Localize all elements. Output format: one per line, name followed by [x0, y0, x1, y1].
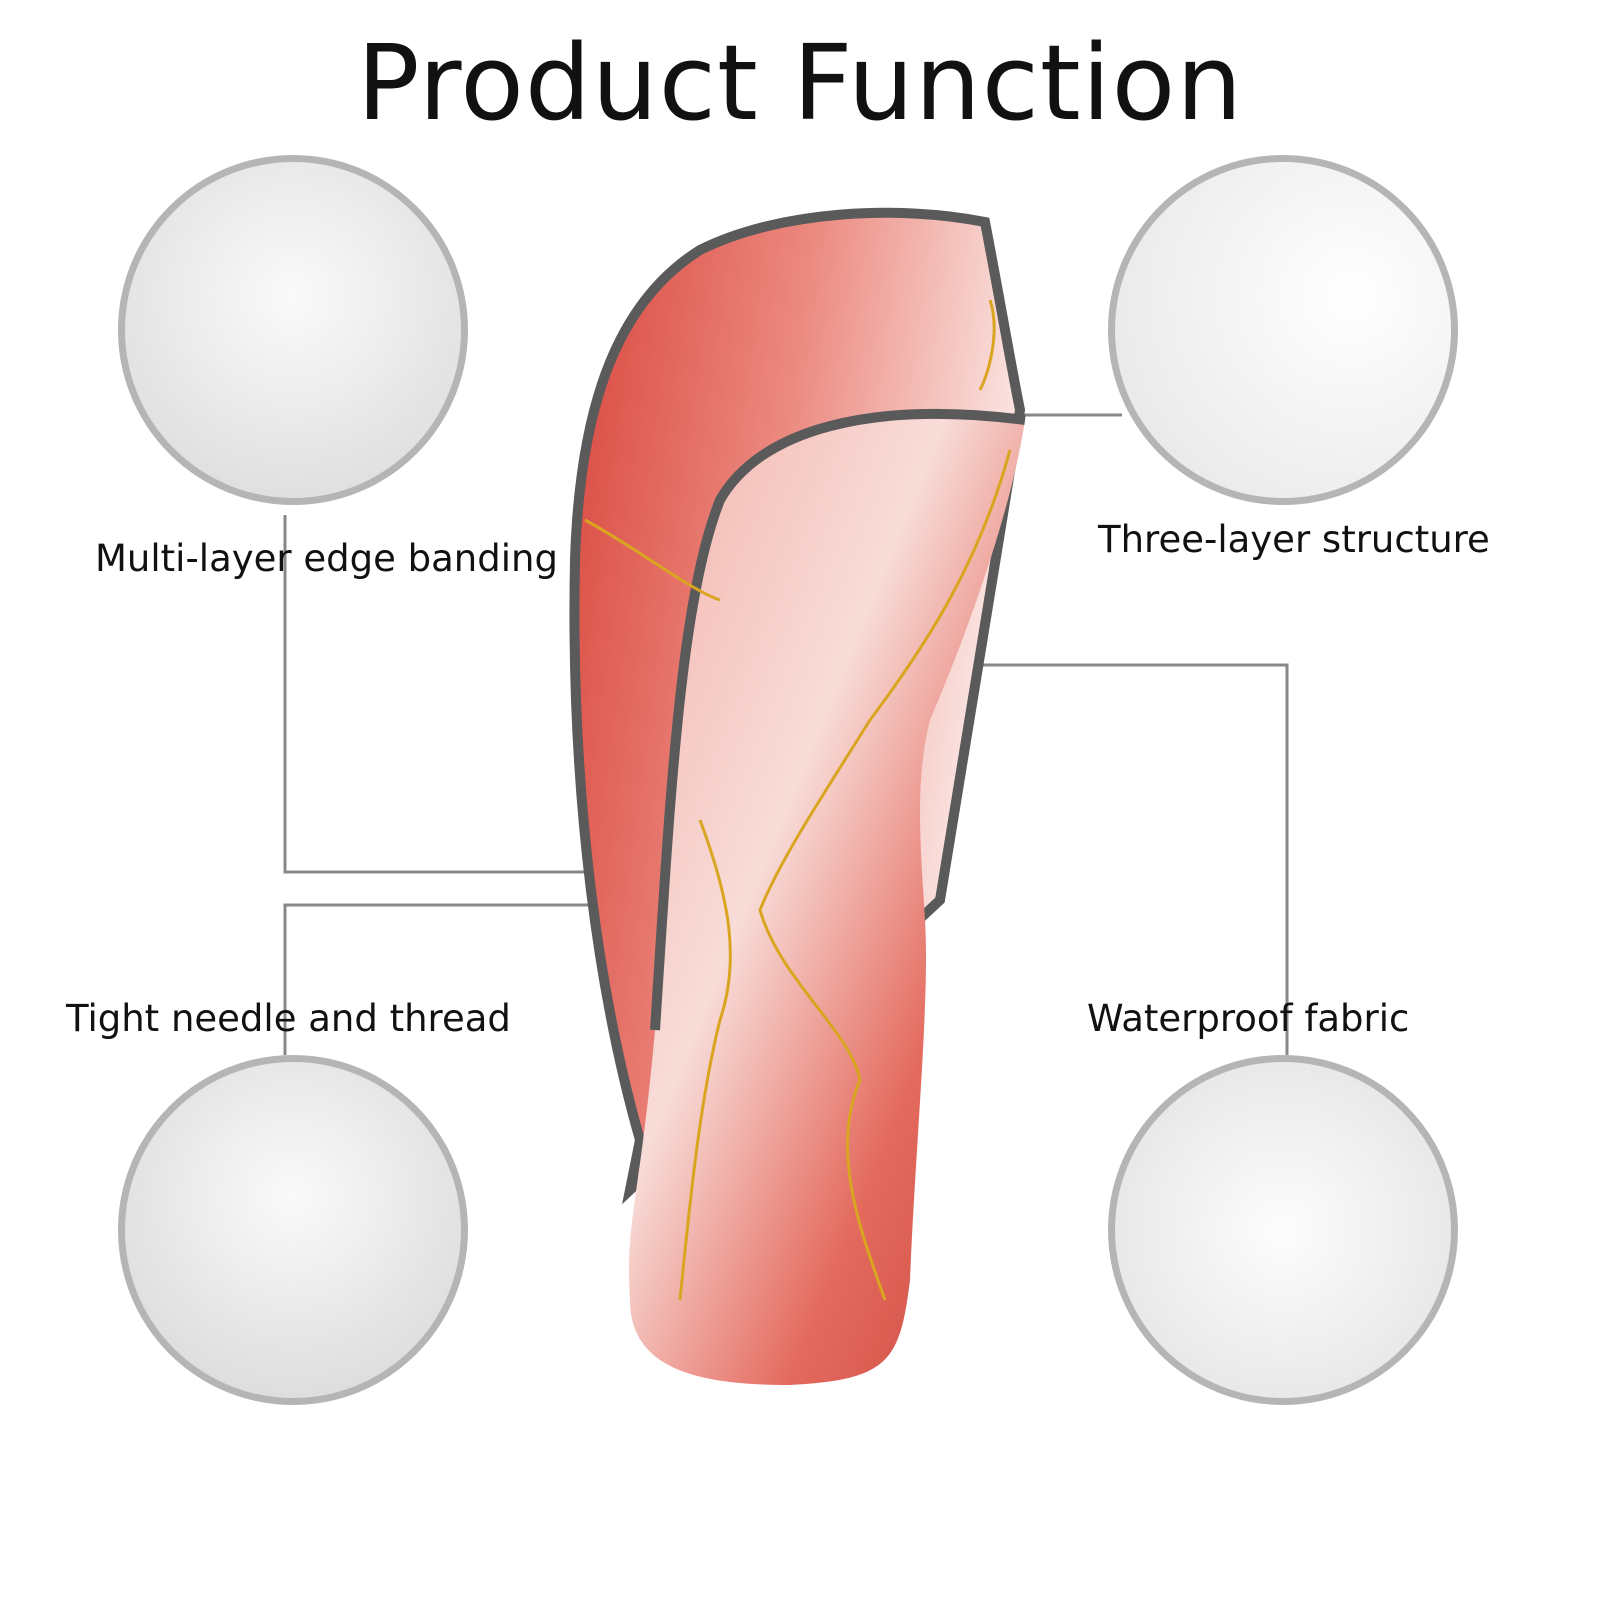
page-title: Product Function — [356, 22, 1244, 144]
detail-circle-edge-banding — [118, 155, 468, 505]
feature-label-three-layer: Three-layer structure — [1098, 518, 1490, 561]
detail-circle-needle-thread — [118, 1055, 468, 1405]
detail-circle-three-layer — [1108, 155, 1458, 505]
connector-lines — [283, 413, 1289, 1055]
feature-label-waterproof: Waterproof fabric — [1087, 997, 1410, 1040]
detail-circle-waterproof — [1108, 1055, 1458, 1405]
headcover-front — [629, 413, 1025, 1386]
gold-veins — [584, 299, 1012, 1301]
feature-label-needle-thread: Tight needle and thread — [66, 997, 511, 1040]
feature-label-edge-banding: Multi-layer edge banding — [95, 537, 558, 580]
